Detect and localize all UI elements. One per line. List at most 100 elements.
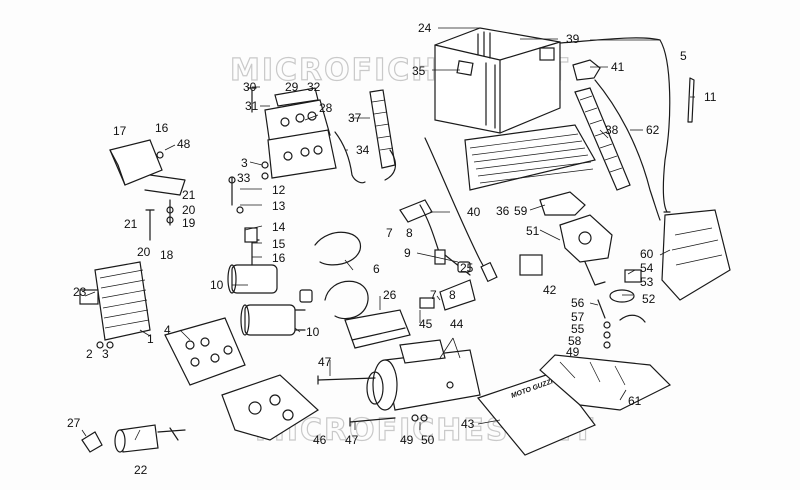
callout-27: 27: [67, 416, 81, 430]
callout-29-top: 29: [285, 80, 299, 94]
callout-20-a: 20: [182, 203, 196, 217]
callout-47-top: 47: [318, 355, 332, 369]
callout-39: 39: [566, 32, 580, 46]
callout-21-b: 21: [124, 217, 138, 231]
callout-37: 37: [348, 111, 362, 125]
callout-47-bottom: 47: [345, 433, 359, 447]
callout-43: 43: [461, 417, 475, 431]
ignition-switch: [114, 424, 186, 453]
callout-12: 12: [272, 183, 286, 197]
rectifier: [344, 309, 411, 349]
connector-plug: [419, 279, 476, 311]
parts-bag: [539, 354, 672, 411]
callout-8-top: 8: [406, 226, 413, 240]
callout-28: 28: [319, 101, 333, 115]
switch-cap: [81, 431, 103, 453]
gasket-kit: [164, 317, 246, 386]
callout-2: 2: [86, 347, 93, 361]
callout-19: 19: [182, 216, 196, 230]
battery-tray: [464, 124, 596, 191]
callout-53: 53: [640, 275, 654, 289]
callout-40: 40: [467, 205, 481, 219]
callout-45: 45: [419, 317, 433, 331]
callout-9: 9: [404, 246, 411, 260]
alternator: [79, 261, 151, 341]
strap-left: [369, 89, 397, 181]
callout-8-mid: 8: [449, 288, 456, 302]
ignition-coil-lower: [240, 304, 306, 336]
callout-55: 55: [571, 322, 585, 336]
seal-kit: [221, 374, 319, 441]
battery-cable: [594, 79, 661, 221]
callout-21-a: 21: [182, 188, 196, 202]
distributor-cap: [539, 191, 586, 216]
callout-labels: 24 39 5 35 41 11 30 29 32 31 28 37 38 62…: [67, 21, 717, 477]
relay-unit: [109, 139, 186, 196]
callout-10-top: 10: [210, 278, 224, 292]
callout-1: 1: [147, 332, 154, 346]
callout-26: 26: [383, 288, 397, 302]
callout-56: 56: [571, 296, 585, 310]
starter-relay: [519, 254, 543, 276]
screw-stack: [597, 299, 606, 319]
vent-tube: [559, 37, 671, 213]
bolt-upper: [317, 375, 376, 385]
callout-18: 18: [160, 248, 174, 262]
hv-cable: [424, 137, 491, 279]
callout-51: 51: [526, 224, 540, 238]
bolt-lower: [349, 417, 396, 427]
callout-17: 17: [113, 124, 127, 138]
points-package: [661, 209, 731, 301]
starter-motor: [366, 339, 481, 411]
callout-24: 24: [418, 21, 432, 35]
callout-36: 36: [496, 204, 510, 218]
callout-41: 41: [611, 60, 625, 74]
coil-wires-upper: [314, 231, 361, 266]
callout-13: 13: [272, 199, 286, 213]
callout-61: 61: [628, 394, 642, 408]
callout-7-top: 7: [386, 226, 393, 240]
callout-50: 50: [421, 433, 435, 447]
callout-4: 4: [164, 323, 171, 337]
callout-35: 35: [412, 64, 426, 78]
condenser: [624, 269, 642, 283]
callout-6: 6: [373, 262, 380, 276]
coil-wires-lower: [324, 280, 369, 320]
callout-33: 33: [237, 171, 251, 185]
ignition-coil-upper: [227, 227, 278, 294]
callout-14: 14: [272, 220, 286, 234]
callout-15: 15: [272, 237, 286, 251]
callout-60: 60: [640, 247, 654, 261]
leader-lines: [81, 27, 695, 441]
callout-22: 22: [134, 463, 148, 477]
callout-32: 32: [307, 80, 321, 94]
callout-34: 34: [356, 143, 370, 157]
callout-10-bottom: 10: [306, 325, 320, 339]
cable-clip: [687, 77, 695, 123]
callout-16-mid: 16: [272, 251, 286, 265]
callout-31: 31: [245, 99, 259, 113]
callout-3-bottom: 3: [102, 347, 109, 361]
voltage-regulator: [264, 87, 337, 179]
callout-3-top: 3: [241, 156, 248, 170]
battery-strap: [574, 87, 631, 191]
callout-58: 58: [568, 334, 582, 348]
callout-5: 5: [680, 49, 687, 63]
callout-46: 46: [313, 433, 327, 447]
terminal-cap: [572, 59, 601, 81]
callout-49-bottom: 49: [400, 433, 414, 447]
callout-52: 52: [642, 292, 656, 306]
callout-7-mid: 7: [430, 288, 437, 302]
ground-cable: [334, 131, 366, 184]
callout-25: 25: [460, 261, 474, 275]
callout-42: 42: [543, 283, 557, 297]
o-ring: [609, 289, 635, 303]
callout-49-right: 49: [566, 345, 580, 359]
callout-62: 62: [646, 123, 660, 137]
callout-57: 57: [571, 310, 585, 324]
callout-11: 11: [704, 90, 717, 104]
callout-38: 38: [605, 123, 619, 137]
callout-48: 48: [177, 137, 191, 151]
